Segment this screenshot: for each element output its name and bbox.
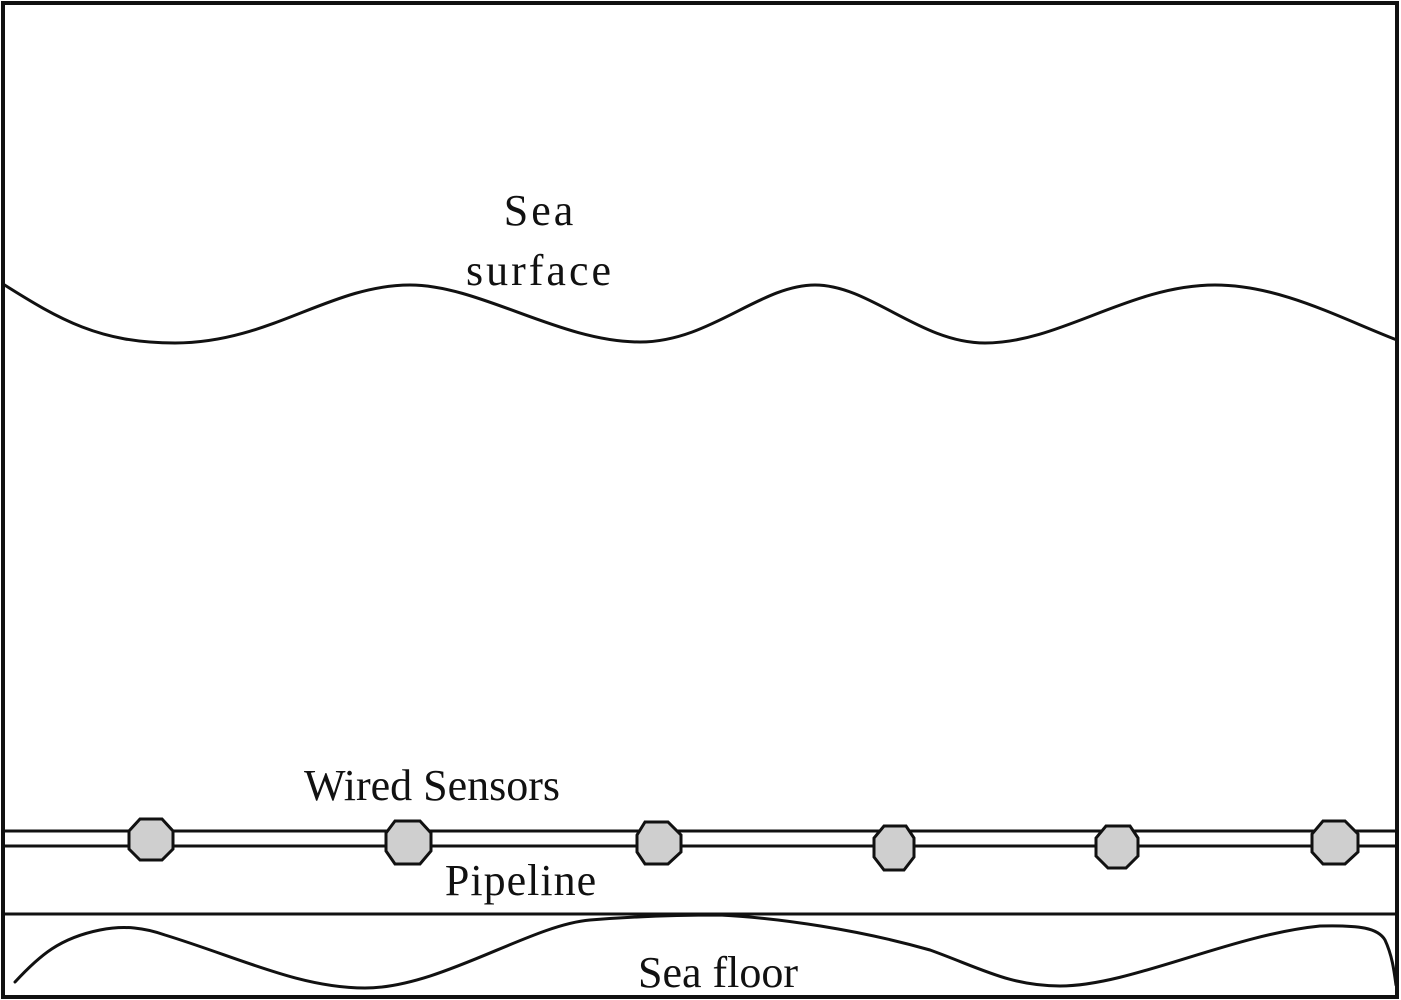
- sensor-2: [384, 819, 433, 866]
- sea-floor-label: Sea floor: [638, 948, 798, 997]
- sea-floor-profile: [13, 913, 1398, 990]
- wired-sensors: [127, 817, 1360, 872]
- pipeline: [3, 829, 1397, 848]
- sensor-1: [127, 817, 175, 862]
- wired-sensors-label: Wired Sensors: [304, 761, 560, 810]
- sensor-3: [635, 820, 683, 866]
- sea-surface-wave: [1, 282, 1399, 345]
- sensor-4: [872, 824, 916, 872]
- sensor-5: [1094, 824, 1140, 870]
- sensor-6: [1310, 819, 1360, 866]
- sea-surface-label-line2: surface: [466, 246, 614, 295]
- pipeline-label: Pipeline: [445, 856, 597, 905]
- sea-surface-label-line1: Sea: [504, 186, 577, 235]
